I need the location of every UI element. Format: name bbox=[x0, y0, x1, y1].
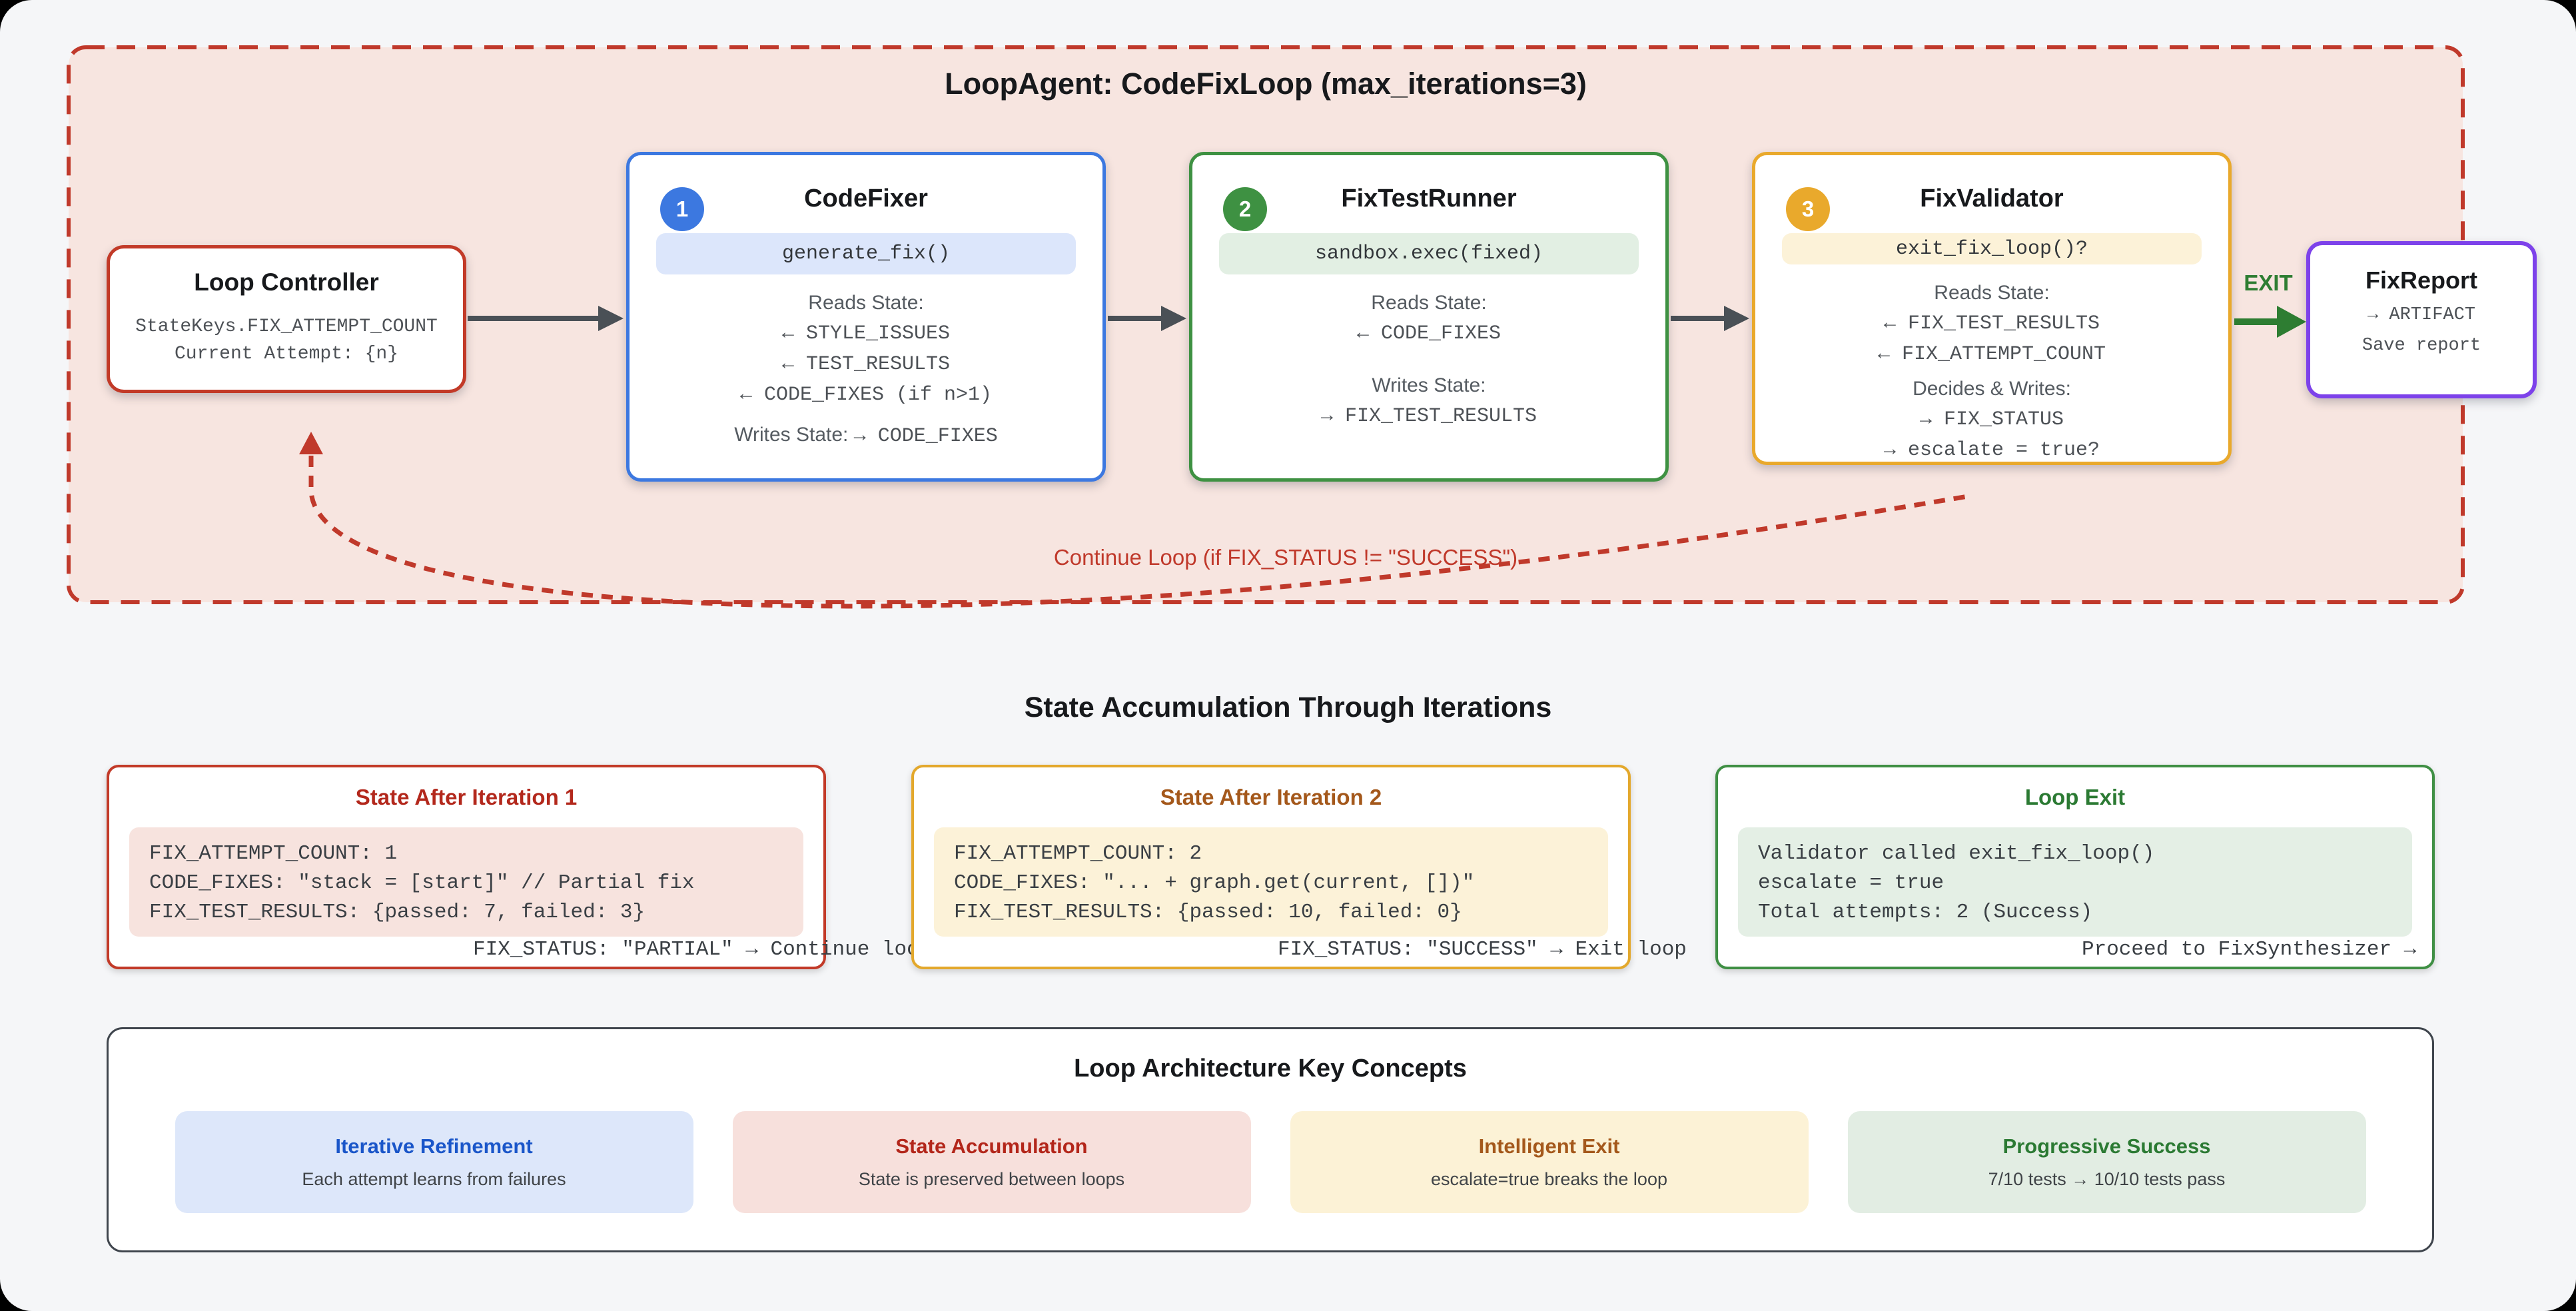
continue-loop-dashed-path bbox=[308, 456, 1972, 609]
flow-arrow-head-icon bbox=[1724, 306, 1749, 331]
codefixer-node: 1 CodeFixer generate_fix() Reads State: … bbox=[626, 152, 1106, 482]
state-after-iteration-1-box: State After Iteration 1 FIX_ATTEMPT_COUN… bbox=[107, 765, 932, 969]
concept-card-intelligent-exit: Intelligent Exit escalate=true breaks th… bbox=[1290, 1111, 1809, 1213]
key-concepts-panel: Loop Architecture Key Concepts Iterative… bbox=[107, 1027, 2434, 1252]
fixvalidator-node: 3 FixValidator exit_fix_loop()? Reads St… bbox=[1752, 152, 2232, 465]
flow-arrow-head-icon bbox=[598, 306, 624, 331]
writes-state-label: Writes State: bbox=[1372, 374, 1486, 396]
fixtestrunner-title: FixTestRunner bbox=[1341, 185, 1517, 213]
write-key: → FIX_TEST_RESULTS bbox=[1320, 405, 1537, 428]
loop-controller-attempt: Current Attempt: {n} bbox=[174, 344, 399, 364]
loop-exit-box: Loop Exit Validator called exit_fix_loop… bbox=[1715, 765, 2435, 969]
flow-arrow-shaft bbox=[1108, 316, 1162, 321]
codefixer-title: CodeFixer bbox=[804, 185, 928, 213]
exit-arrow-head-icon bbox=[2277, 306, 2306, 338]
read-key: ← TEST_RESULTS bbox=[781, 353, 951, 376]
state-code-block: FIX_ATTEMPT_COUNT: 2 CODE_FIXES: "... + … bbox=[934, 827, 1608, 937]
concept-card-progressive-success: Progressive Success 7/10 tests → 10/10 t… bbox=[1847, 1111, 2366, 1213]
flow-arrow-shaft bbox=[1671, 316, 1725, 321]
writes-state-line: Writes State: → CODE_FIXES bbox=[734, 424, 998, 448]
loop-title: LoopAgent: CodeFixLoop (max_iterations=3… bbox=[945, 67, 1587, 101]
fixtestrunner-node: 2 FixTestRunner sandbox.exec(fixed) Read… bbox=[1189, 152, 1669, 482]
step-1-badge: 1 bbox=[660, 187, 704, 231]
continue-loop-label: Continue Loop (if FIX_STATUS != "SUCCESS… bbox=[1053, 545, 1518, 570]
fixvalidator-method-pill: exit_fix_loop()? bbox=[1782, 233, 2202, 264]
key-concepts-title: Loop Architecture Key Concepts bbox=[1074, 1055, 1467, 1083]
reads-state-label: Reads State: bbox=[808, 292, 924, 314]
reads-state-label: Reads State: bbox=[1371, 292, 1487, 314]
fixreport-title: FixReport bbox=[2365, 266, 2477, 294]
state-box-title: State After Iteration 2 bbox=[1160, 785, 1382, 809]
step-2-badge: 2 bbox=[1223, 187, 1267, 231]
exit-label: EXIT bbox=[2244, 270, 2293, 295]
read-key: ← FIX_ATTEMPT_COUNT bbox=[1877, 343, 2106, 366]
read-key: ← CODE_FIXES (if n>1) bbox=[739, 384, 993, 406]
exit-arrow-shaft bbox=[2234, 318, 2278, 325]
concept-cards-row: Iterative Refinement Each attempt learns… bbox=[109, 1111, 2432, 1213]
codefixer-method-pill: generate_fix() bbox=[656, 233, 1076, 274]
loop-controller-title: Loop Controller bbox=[194, 268, 379, 296]
fixreport-save: Save report bbox=[2361, 336, 2481, 356]
reads-state-label: Reads State: bbox=[1934, 282, 2050, 304]
state-code-block: FIX_ATTEMPT_COUNT: 1 CODE_FIXES: "stack … bbox=[129, 827, 803, 937]
fixtestrunner-method-pill: sandbox.exec(fixed) bbox=[1219, 233, 1639, 274]
read-key: ← STYLE_ISSUES bbox=[781, 322, 951, 345]
state-box-title: Loop Exit bbox=[2024, 785, 2126, 809]
fixvalidator-title: FixValidator bbox=[1920, 185, 2064, 213]
decides-writes-label: Decides & Writes: bbox=[1913, 378, 2071, 400]
concept-card-state-accumulation: State Accumulation State is preserved be… bbox=[732, 1111, 1251, 1213]
flow-arrow-head-icon bbox=[1161, 306, 1186, 331]
loop-controller-statekey: StateKeys.FIX_ATTEMPT_COUNT bbox=[135, 316, 438, 337]
state-box-title: State After Iteration 1 bbox=[355, 785, 578, 809]
continue-loop-arrowhead-icon bbox=[299, 432, 323, 454]
read-key: ← CODE_FIXES bbox=[1356, 322, 1502, 345]
state-status-line: Proceed to FixSynthesizer → bbox=[2082, 938, 2417, 962]
write-key: → FIX_STATUS bbox=[1919, 408, 2064, 431]
flow-arrow-shaft bbox=[468, 316, 600, 321]
state-status-line: FIX_STATUS: "SUCCESS" → Exit loop bbox=[1278, 938, 1687, 962]
loop-controller-node: Loop Controller StateKeys.FIX_ATTEMPT_CO… bbox=[107, 245, 466, 393]
concept-card-iterative-refinement: Iterative Refinement Each attempt learns… bbox=[175, 1111, 693, 1213]
fixreport-artifact: → ARTIFACT bbox=[2367, 305, 2476, 325]
state-after-iteration-2-box: State After Iteration 2 FIX_ATTEMPT_COUN… bbox=[911, 765, 1687, 969]
read-key: ← FIX_TEST_RESULTS bbox=[1883, 312, 2100, 335]
state-status-line: FIX_STATUS: "PARTIAL" → Continue loop bbox=[473, 938, 932, 962]
state-code-block: Validator called exit_fix_loop() escalat… bbox=[1738, 827, 2412, 937]
step-3-badge: 3 bbox=[1786, 187, 1830, 231]
fixreport-node: FixReport → ARTIFACT Save report bbox=[2306, 241, 2537, 398]
write-key: → escalate = true? bbox=[1883, 439, 2100, 462]
state-section-title: State Accumulation Through Iterations bbox=[1024, 691, 1552, 723]
